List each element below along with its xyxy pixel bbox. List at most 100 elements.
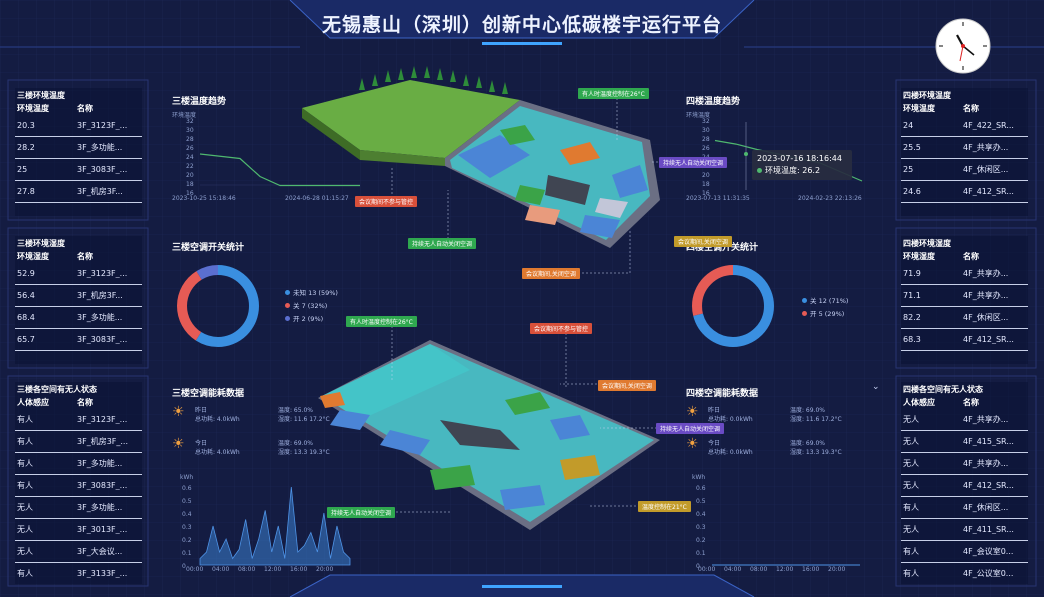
y-tick: 22	[186, 163, 194, 170]
energy3-unit: kWh	[180, 474, 194, 481]
y-tick: 28	[186, 136, 194, 143]
ac3-legend-1: 关 7 (32%)	[285, 300, 327, 310]
cell-name: 4F_412_SR...	[963, 481, 1014, 490]
cell-value: 有人	[17, 415, 33, 424]
ac4-legend-0: 关 12 (71%)	[802, 295, 848, 305]
cell-value: 有人	[903, 503, 919, 512]
col-header: 环境湿度	[17, 252, 49, 261]
e4-yd-total: 总功耗: 0.0kWh	[708, 416, 753, 423]
cell-name: 4F_415_SR...	[963, 437, 1014, 446]
y-tick: 0.4	[182, 511, 192, 518]
cell-value: 24.6	[903, 187, 921, 196]
cell-name: 4F_休闲区...	[963, 165, 1009, 174]
e3-td-temp: 温度: 69.0%	[278, 440, 313, 447]
y-tick: 28	[702, 136, 710, 143]
x-tick: 00:00	[698, 566, 716, 573]
cell-name: 3F_3123F_...	[77, 121, 128, 130]
ac4-donut	[692, 265, 774, 347]
y-tick: 18	[186, 181, 194, 188]
tooltip-value: 环境温度: 26.2	[765, 166, 821, 175]
temp3-x0: 2023-10-25 15:18:46	[172, 195, 236, 202]
ac3-title: 三楼空调开关统计	[172, 243, 245, 253]
cell-value: 无人	[903, 481, 919, 490]
ac3-legend-0: 未知 13 (59%)	[285, 287, 338, 297]
temp3-x1: 2024-06-28 01:15:27	[285, 195, 349, 202]
y-tick: 20	[186, 172, 194, 179]
e3-yd-total: 总功耗: 4.0kWh	[195, 416, 240, 423]
cell-value: 有人	[903, 569, 919, 578]
cell-value: 无人	[903, 437, 919, 446]
cell-name: 4F_会议室0...	[963, 547, 1014, 556]
chevron-down-icon[interactable]: ⌄	[872, 382, 880, 392]
cell-value: 25	[17, 165, 28, 174]
table-row: 无人 4F_412_SR...	[901, 475, 1028, 497]
x-tick: 00:00	[186, 566, 204, 573]
y-tick: 26	[186, 145, 194, 152]
energy4-unit: kWh	[692, 474, 706, 481]
cell-name: 3F_3133F_...	[77, 569, 128, 578]
ac4-legend-1: 开 5 (29%)	[802, 308, 844, 318]
callout-tag: 会议期间不参与管控	[355, 196, 418, 207]
y-tick: 0.1	[696, 550, 706, 557]
page-title: 无锡惠山（深圳）创新中心低碳楼宇运行平台	[321, 14, 722, 36]
y-tick: 0.5	[696, 498, 706, 505]
x-tick: 04:00	[212, 566, 230, 573]
x-tick: 12:00	[776, 566, 794, 573]
cell-name: 3F_3083F_...	[77, 335, 128, 344]
cell-value: 有人	[903, 547, 919, 556]
y-tick: 20	[702, 172, 710, 179]
callout-tag: 有人时温度控制在26°C	[346, 316, 417, 327]
cell-value: 71.9	[903, 269, 921, 278]
table-title: 三楼环境湿度	[17, 239, 65, 248]
y-tick: 30	[702, 127, 710, 134]
cell-name: 3F_机房3F_...	[77, 437, 129, 446]
y-tick: 0.4	[696, 511, 706, 518]
col-header: 人体感应	[17, 398, 49, 407]
e4-td-label: 今日	[708, 440, 721, 447]
cell-name: 4F_422_SR...	[963, 121, 1014, 130]
cell-value: 28.2	[17, 143, 35, 152]
cell-value: 无人	[903, 459, 919, 468]
x-tick: 04:00	[724, 566, 742, 573]
tooltip-time: 2023-07-16 18:16:44	[757, 154, 842, 163]
temp4-tooltip: 2023-07-16 18:16:44 环境温度: 26.2	[752, 150, 852, 180]
y-tick: 0.6	[182, 485, 192, 492]
cell-name: 4F_共享办...	[963, 291, 1009, 300]
e4-td-temp: 温度: 69.0%	[790, 440, 825, 447]
e3-yd-hum: 湿度: 11.6 17.2°C	[278, 416, 330, 423]
callout-tag: 有人时温度控制在26°C	[578, 88, 649, 99]
cell-value: 无人	[17, 525, 33, 534]
table-title: 四楼环境温度	[903, 91, 951, 100]
col-header: 环境湿度	[903, 252, 935, 261]
x-tick: 16:00	[290, 566, 308, 573]
y-tick: 26	[702, 145, 710, 152]
sun-icon: ☀	[686, 404, 699, 420]
table-title: 四楼环境湿度	[903, 239, 951, 248]
sun-icon: ☀	[686, 436, 699, 452]
cell-name: 4F_共享办...	[963, 143, 1009, 152]
cell-name: 4F_共享办...	[963, 269, 1009, 278]
cell-name: 4F_411_SR...	[963, 525, 1014, 534]
callout-tag: 持续无人自动关闭空调	[656, 423, 725, 434]
callout-tag: 持续无人自动关闭空调	[408, 238, 477, 249]
y-tick: 18	[702, 181, 710, 188]
